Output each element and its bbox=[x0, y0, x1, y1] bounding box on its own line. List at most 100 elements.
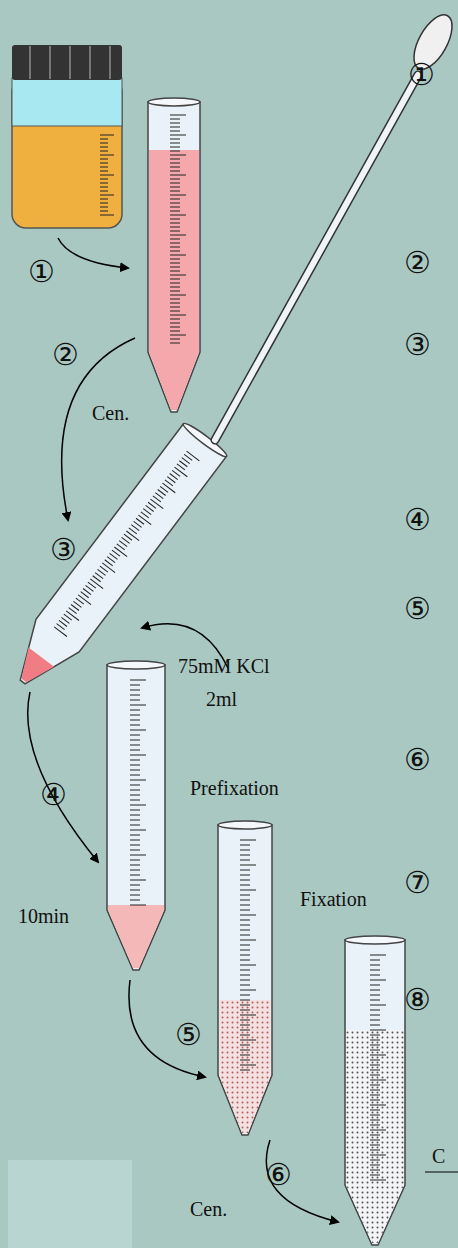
step-label: Fixation bbox=[300, 888, 367, 910]
graduation bbox=[170, 295, 186, 296]
graduation bbox=[130, 840, 140, 841]
graduation bbox=[112, 550, 120, 556]
graduation bbox=[170, 151, 180, 152]
graduation bbox=[170, 215, 186, 216]
graduation bbox=[170, 179, 180, 180]
graduation bbox=[69, 608, 77, 614]
graduation bbox=[177, 464, 185, 470]
callout-number: ② bbox=[404, 248, 431, 278]
graduation bbox=[126, 531, 139, 541]
graduation bbox=[240, 1020, 250, 1021]
graduation bbox=[182, 458, 190, 464]
graduation bbox=[170, 279, 180, 280]
graduation bbox=[141, 512, 149, 518]
tube-prefixation bbox=[218, 821, 272, 1135]
graduation bbox=[370, 1010, 380, 1011]
graduation bbox=[95, 573, 103, 579]
graduation bbox=[130, 745, 140, 746]
graduation bbox=[76, 598, 84, 604]
graduation bbox=[117, 544, 125, 550]
graduation bbox=[370, 955, 386, 956]
graduation bbox=[370, 1095, 380, 1096]
graduation bbox=[130, 895, 140, 896]
graduation bbox=[240, 955, 250, 956]
cut-text: C bbox=[432, 1145, 445, 1167]
graduation bbox=[102, 563, 115, 573]
callout-number: ② bbox=[52, 340, 79, 370]
graduation bbox=[370, 980, 386, 981]
graduation bbox=[130, 800, 140, 801]
graduation bbox=[130, 755, 146, 756]
graduation bbox=[130, 750, 140, 751]
graduation bbox=[240, 1010, 250, 1011]
graduation bbox=[170, 131, 180, 132]
graduation bbox=[170, 303, 180, 304]
graduation bbox=[370, 1075, 380, 1076]
graduation bbox=[100, 139, 108, 140]
graduation bbox=[170, 331, 180, 332]
graduation bbox=[187, 451, 200, 461]
graduation bbox=[130, 715, 140, 716]
tube-fixation bbox=[345, 936, 405, 1245]
graduation bbox=[170, 319, 180, 320]
graduation bbox=[170, 187, 180, 188]
tube-sample bbox=[148, 98, 200, 412]
graduation bbox=[370, 1090, 380, 1091]
graduation bbox=[370, 1060, 380, 1061]
graduation bbox=[130, 690, 140, 691]
graduation bbox=[240, 975, 250, 976]
graduation bbox=[130, 885, 140, 886]
graduation bbox=[370, 1080, 386, 1081]
graduation bbox=[130, 875, 140, 876]
graduation bbox=[170, 119, 180, 120]
graduation bbox=[170, 283, 180, 284]
graduation bbox=[130, 780, 146, 781]
callout-number: ① bbox=[28, 257, 55, 287]
graduation bbox=[370, 1050, 380, 1051]
callout-number: ⑥ bbox=[404, 745, 431, 775]
graduation bbox=[90, 579, 103, 589]
graduation bbox=[240, 1045, 250, 1046]
graduation bbox=[370, 1170, 380, 1171]
graduation bbox=[130, 865, 140, 866]
graduation bbox=[130, 705, 146, 706]
graduation bbox=[170, 147, 180, 148]
graduation bbox=[85, 585, 93, 591]
graduation bbox=[158, 489, 166, 495]
graduation bbox=[100, 187, 108, 188]
graduation bbox=[124, 534, 132, 540]
graduation bbox=[170, 339, 180, 340]
graduation bbox=[370, 1045, 380, 1046]
callout-number: ④ bbox=[40, 780, 67, 810]
reagent-label: 75mM KCl bbox=[178, 655, 270, 677]
graduation bbox=[83, 589, 91, 595]
graduation bbox=[130, 820, 140, 821]
graduation bbox=[370, 1030, 386, 1031]
graduation bbox=[130, 905, 146, 906]
graduation bbox=[105, 560, 113, 566]
graduation bbox=[240, 1050, 250, 1051]
graduation bbox=[170, 335, 186, 336]
graduation bbox=[240, 985, 250, 986]
graduation bbox=[100, 167, 108, 168]
graduation bbox=[57, 624, 65, 630]
graduation bbox=[130, 710, 140, 711]
graduation bbox=[170, 235, 186, 236]
graduation bbox=[130, 700, 140, 701]
graduation bbox=[370, 970, 380, 971]
graduation bbox=[370, 1130, 386, 1131]
step-arrows bbox=[28, 238, 458, 1222]
graduation bbox=[155, 493, 163, 499]
graduation bbox=[370, 1145, 380, 1146]
step-label: Prefixation bbox=[190, 777, 279, 799]
graduation bbox=[240, 845, 250, 846]
graduation bbox=[179, 461, 187, 467]
graduation bbox=[240, 910, 250, 911]
graduation bbox=[114, 547, 127, 557]
graduation bbox=[130, 890, 140, 891]
graduation bbox=[100, 171, 108, 172]
graduation bbox=[66, 611, 79, 621]
callout-number: ③ bbox=[404, 330, 431, 360]
graduation bbox=[100, 211, 108, 212]
